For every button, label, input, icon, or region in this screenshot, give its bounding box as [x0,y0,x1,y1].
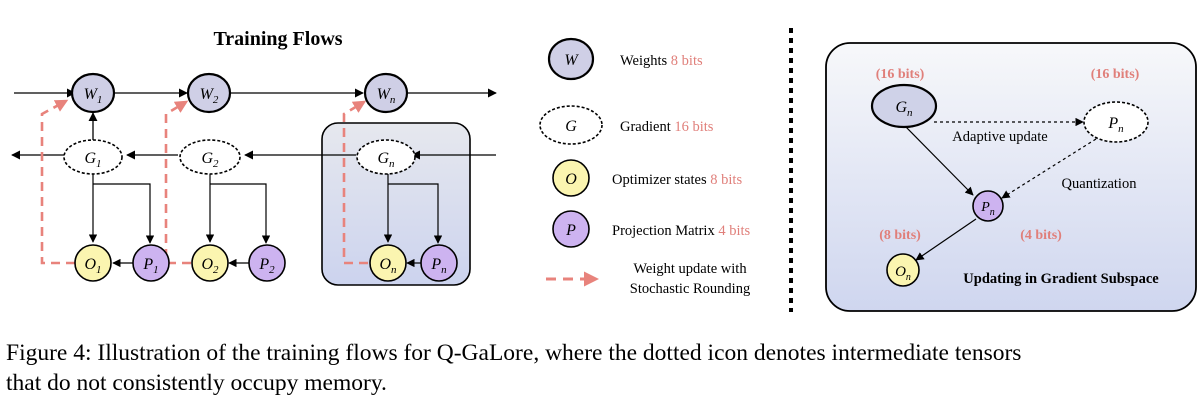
subspace-on-node: On [886,253,920,287]
svg-text:Pn: Pn [430,256,447,276]
g1-to-p1-arrow [93,183,155,244]
svg-text:G: G [565,118,577,135]
gn-bits-label: (16 bits) [876,67,925,82]
svg-text:G1: G1 [84,150,101,170]
weight-update-path-1 [40,99,75,265]
gn-node: Gn [356,139,416,175]
subspace-gn-node: Gn [870,83,938,129]
subspace-pn-top-node: Pn [1083,101,1149,143]
svg-text:P1: P1 [142,256,158,276]
weight-update-path-2 [164,100,191,265]
training-flows-title: Training Flows [213,28,342,50]
svg-text:W2: W2 [200,86,219,106]
svg-text:Optimizer states 8 bits: Optimizer states 8 bits [612,172,742,188]
subspace-title: Updating in Gradient Subspace [963,271,1159,287]
svg-text:P2: P2 [258,256,275,276]
gn-to-pn-arrow [388,183,443,244]
adaptive-update-label: Adaptive update [952,129,1047,145]
svg-text:Projection Matrix 4 bits: Projection Matrix 4 bits [612,223,751,239]
svg-text:Stochastic Rounding: Stochastic Rounding [630,281,750,297]
on-node: On [369,244,407,282]
quantization-arrow [1001,138,1097,199]
gn-to-pn-arrow-subspace [904,125,974,196]
weight-update-path-n [342,100,368,265]
quantization-label: Quantization [1062,176,1138,192]
g2-node: G2 [179,139,241,175]
svg-text:O: O [565,171,577,188]
svg-text:On: On [895,264,911,283]
training-flow-diagram: Training Flows W1 W2 Wn G1 [11,28,1197,312]
svg-text:O2: O2 [201,256,219,276]
svg-text:P: P [565,222,576,239]
pn-node: Pn [420,244,458,282]
svg-text:Pn: Pn [980,200,995,218]
svg-text:Wn: Wn [377,86,396,106]
svg-text:W1: W1 [84,86,103,106]
caption-line-2: that do not consistently occupy memory. [6,370,387,396]
svg-text:G2: G2 [201,150,219,170]
p2-node: P2 [248,244,286,282]
legend-item-weight-update: Weight update with Stochastic Rounding [546,261,750,297]
pn-mid-bits-label: (4 bits) [1020,228,1062,243]
wn-node: Wn [363,72,409,114]
w2-node: W2 [186,72,232,114]
pn-top-bits-label: (16 bits) [1091,67,1140,82]
w1-node: W1 [70,72,116,114]
p1-node: P1 [132,244,170,282]
subspace-pn-mid-node: Pn [972,190,1004,222]
figure-caption: Figure 4: Illustration of the training f… [6,338,1200,398]
legend-item-projection: P Projection Matrix 4 bits [552,210,751,248]
legend-item-optimizer: O Optimizer states 8 bits [552,159,742,197]
svg-text:Gn: Gn [895,99,913,119]
caption-line-1: Figure 4: Illustration of the training f… [6,340,1022,366]
o1-node: O1 [74,244,112,282]
svg-text:O1: O1 [84,256,101,276]
svg-text:W: W [564,52,579,69]
svg-text:Pn: Pn [1107,115,1124,135]
on-bits-label: (8 bits) [879,228,921,243]
svg-text:Weight update with: Weight update with [633,261,747,277]
svg-text:Weights 8 bits: Weights 8 bits [620,53,703,69]
g1-node: G1 [63,139,123,175]
svg-text:Gn: Gn [377,150,395,170]
o2-node: O2 [191,244,229,282]
legend: W Weights 8 bits G Gradient 16 bits O Op… [539,37,751,297]
pn-to-on-arrow-subspace [915,218,977,261]
svg-text:On: On [379,256,397,276]
svg-text:Gradient 16 bits: Gradient 16 bits [620,119,714,135]
legend-item-gradient: G Gradient 16 bits [539,105,714,145]
legend-item-weights: W Weights 8 bits [547,37,703,81]
g2-to-p2-arrow [210,183,271,244]
